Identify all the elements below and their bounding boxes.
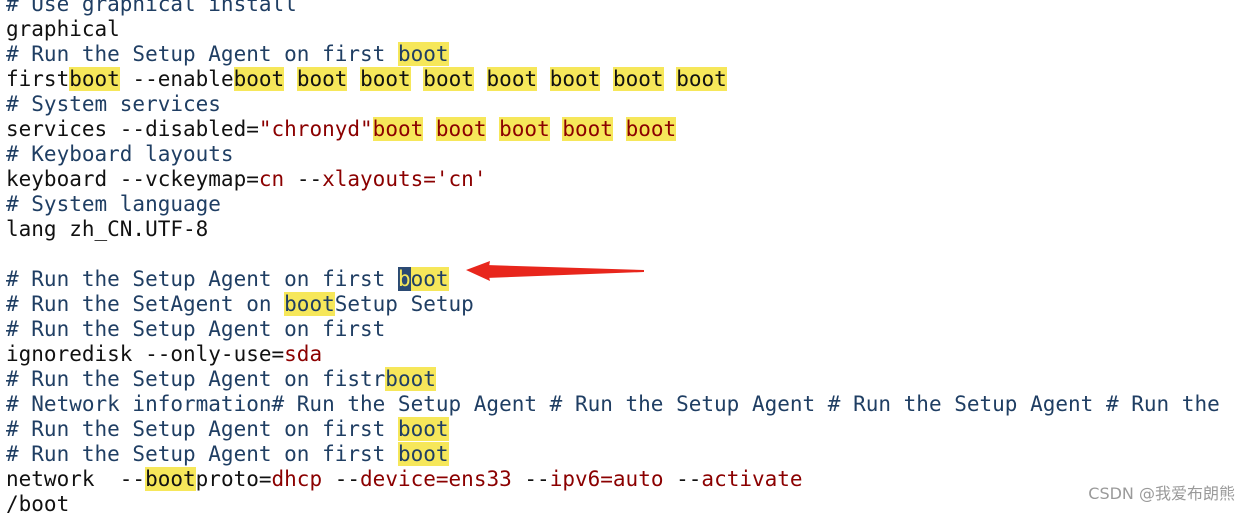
editor-line: # Run the Setup Agent on first boot: [6, 267, 1251, 292]
code-token: lang zh_CN.UTF-8: [6, 217, 209, 241]
editor-line: # Use graphical install: [6, 0, 1251, 17]
code-token: activate: [701, 467, 803, 491]
watermark-text: CSDN @我爱布朗熊: [1088, 484, 1235, 503]
search-highlight: boot: [613, 67, 664, 91]
editor-line: # Network information# Run the Setup Age…: [6, 392, 1251, 417]
search-highlight: boot: [486, 67, 538, 91]
code-token: # Network information# Run the Setup Age…: [6, 392, 1220, 416]
search-highlight: boot: [360, 67, 411, 91]
editor-line: # Run the Setup Agent on fistrboot: [6, 367, 1251, 392]
code-token: /boot: [6, 492, 70, 514]
code-token: [411, 67, 424, 91]
code-token: network --: [6, 467, 146, 491]
code-token: [600, 67, 613, 91]
search-highlight: boot: [296, 67, 348, 91]
editor-line: # Run the Setup Agent on first boot: [6, 417, 1251, 442]
code-token: [664, 67, 677, 91]
code-token: first: [6, 67, 70, 91]
code-token: [486, 117, 499, 141]
code-token: --: [663, 467, 702, 491]
search-highlight: boot: [397, 42, 449, 66]
editor-line: firstboot --enableboot boot boot boot bo…: [6, 67, 1251, 92]
editor-line: /boot: [6, 492, 1251, 514]
editor-line: keyboard --vckeymap=cn --xlayouts='cn': [6, 167, 1251, 192]
code-token: # Run the Setup Agent on fistr: [6, 367, 386, 391]
code-token: [284, 67, 297, 91]
code-token: [537, 67, 550, 91]
code-token: --: [511, 467, 550, 491]
editor-line: services --disabled="chronyd"boot boot b…: [6, 117, 1251, 142]
search-highlight: boot: [423, 67, 474, 91]
code-token: # Run the SetAgent on: [6, 292, 285, 316]
editor-line: # Keyboard layouts: [6, 142, 1251, 167]
search-highlight: oot: [410, 267, 449, 291]
editor-line: lang zh_CN.UTF-8: [6, 217, 1251, 242]
code-token: --enable: [119, 67, 234, 91]
code-token: proto=: [195, 467, 272, 491]
editor-line: # Run the Setup Agent on first: [6, 317, 1251, 342]
search-highlight: boot: [676, 67, 727, 91]
search-highlight: boot: [397, 442, 449, 466]
code-token: [347, 67, 360, 91]
code-token: [613, 117, 626, 141]
code-token: --: [284, 167, 323, 191]
code-token: device=ens33: [360, 467, 512, 491]
editor-line: [6, 242, 1251, 267]
code-token: [423, 117, 436, 141]
editor-line: # Run the Setup Agent on first boot: [6, 442, 1251, 467]
code-token: keyboard --vckeymap=: [6, 167, 259, 191]
code-token: # Run the Setup Agent on first: [6, 417, 398, 441]
editor-line: # System services: [6, 92, 1251, 117]
search-highlight: boot: [435, 117, 487, 141]
editor-line: ignoredisk --only-use=sda: [6, 342, 1251, 367]
code-token: --: [322, 467, 361, 491]
search-highlight: boot: [499, 117, 550, 141]
editor-line: # Run the Setup Agent on first boot: [6, 42, 1251, 67]
search-highlight: boot: [284, 292, 335, 316]
search-highlight: boot: [625, 117, 677, 141]
code-token: # Run the Setup Agent on first: [6, 317, 386, 341]
search-highlight: boot: [145, 467, 196, 491]
code-token: # Run the Setup Agent on first: [6, 267, 398, 291]
code-token: xlayouts='cn': [322, 167, 487, 191]
code-token: ipv6=auto: [549, 467, 664, 491]
code-token: dhcp: [271, 467, 323, 491]
search-highlight: boot: [233, 67, 285, 91]
search-highlight: boot: [549, 67, 601, 91]
code-token: cn: [258, 167, 285, 191]
code-token: ignoredisk --only-use=: [6, 342, 285, 366]
code-token: # Use graphical install: [6, 0, 297, 16]
search-highlight: boot: [69, 67, 120, 91]
code-token: # Run the Setup Agent on first: [6, 42, 398, 66]
code-token: [550, 117, 563, 141]
editor-line: graphical: [6, 17, 1251, 42]
text-cursor: b: [397, 267, 411, 291]
search-highlight: boot: [397, 417, 449, 441]
search-highlight: boot: [385, 367, 436, 391]
code-token: Setup Setup: [334, 292, 474, 316]
code-token: # Keyboard layouts: [6, 142, 234, 166]
code-token: # System language: [6, 192, 221, 216]
code-token: sda: [284, 342, 323, 366]
code-token: [474, 67, 487, 91]
editor-line: # System language: [6, 192, 1251, 217]
search-highlight: boot: [372, 117, 424, 141]
code-token: # System services: [6, 92, 221, 116]
code-token: # Run the Setup Agent on first: [6, 442, 398, 466]
editor-line: # Run the SetAgent on bootSetup Setup: [6, 292, 1251, 317]
editor-line: network --bootproto=dhcp --device=ens33 …: [6, 467, 1251, 492]
code-token: graphical: [6, 17, 120, 41]
code-token: services --disabled=: [6, 117, 259, 141]
search-highlight: boot: [562, 117, 613, 141]
code-token: "chronyd": [258, 117, 373, 141]
